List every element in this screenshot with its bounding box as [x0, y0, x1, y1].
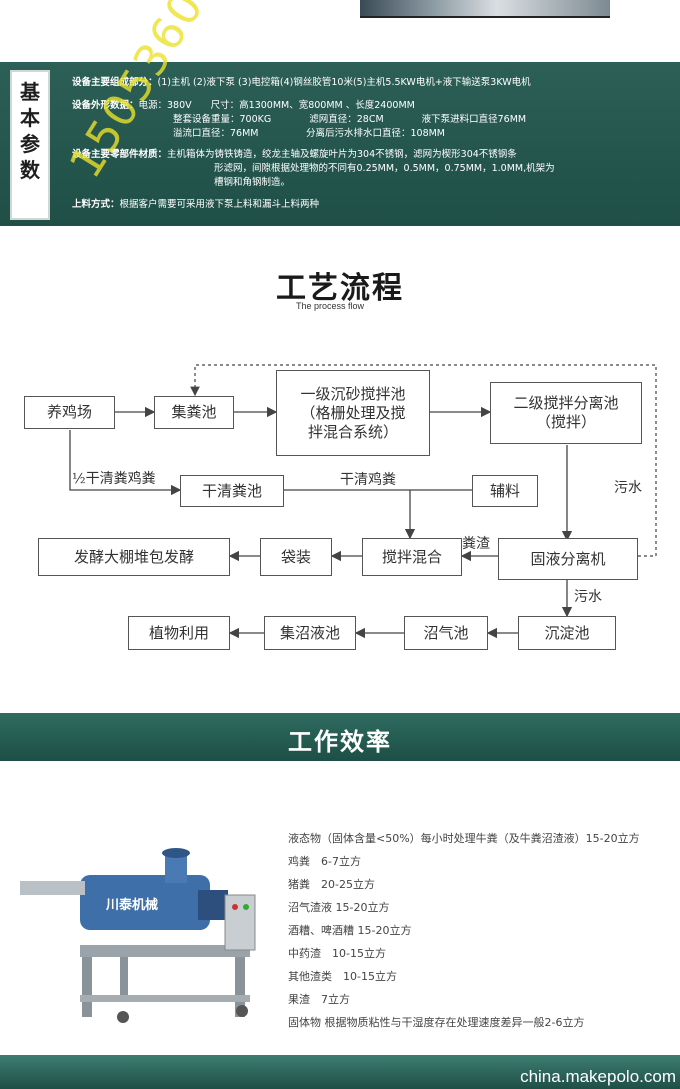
process-title: 工艺流程 — [276, 271, 404, 306]
side-char: 基 — [20, 80, 40, 104]
label-sewage-2: 污水 — [574, 589, 602, 605]
bottom-band — [0, 1055, 680, 1089]
box-collect-pool: 集粪池 — [154, 396, 234, 429]
side-char: 数 — [20, 158, 40, 182]
box-stage2: 二级搅拌分离池（搅拌） — [490, 382, 642, 444]
efficiency-row: 液态物（固体含量<50%）每小时处理牛粪（及牛粪沼渣液）15-20立方 — [288, 832, 640, 845]
efficiency-row: 其他渣类 10-15立方 — [288, 970, 397, 983]
product-photo-fragment — [360, 0, 610, 18]
separator-machine-image: 川泰机械 — [20, 848, 256, 1023]
box-biogas-pool: 沼气池 — [404, 616, 488, 650]
machine-brand-text: 川泰机械 — [105, 897, 158, 913]
label-half-dry: ½干清粪鸡粪 — [72, 471, 156, 487]
efficiency-row: 固体物 根据物质粘性与干湿度存在处理速度差异一般2-6立方 — [288, 1016, 585, 1029]
param-row: 设备外形数据：电源：380V 尺寸：高1300MM、宽800MM 、长度2400… — [72, 100, 415, 111]
side-char: 本 — [20, 106, 40, 130]
efficiency-row: 酒糟、啤酒糟 15-20立方 — [288, 924, 412, 937]
box-separator: 固液分离机 — [498, 538, 638, 580]
efficiency-row: 猪粪 20-25立方 — [288, 878, 375, 891]
params-side-label: 基 本 参 数 — [10, 70, 50, 220]
side-char: 参 — [20, 132, 40, 156]
efficiency-row: 鸡粪 6-7立方 — [288, 855, 361, 868]
param-row: 设备主要零部件材质：主机箱体为铸铁铸造，绞龙主轴及螺旋叶片为304不锈钢，滤网为… — [72, 149, 517, 160]
box-mixing: 搅拌混合 — [362, 538, 462, 576]
box-bagging: 袋装 — [260, 538, 332, 576]
param-row: 槽钢和角钢制造。 — [214, 177, 291, 188]
label-sewage-1: 污水 — [614, 480, 642, 496]
param-row: 溢流口直径：76MM 分离后污水排水口直径：108MM — [173, 128, 446, 139]
efficiency-row: 果渣 7立方 — [288, 993, 350, 1006]
efficiency-band — [0, 713, 680, 761]
box-plant: 植物利用 — [128, 616, 230, 650]
efficiency-title: 工作效率 — [288, 727, 392, 756]
efficiency-row: 沼气渣液 15-20立方 — [288, 901, 390, 914]
box-settling: 沉淀池 — [518, 616, 616, 650]
box-stage1: 一级沉砂搅拌池（格栅处理及搅拌混合系统） — [276, 370, 430, 456]
box-ferment: 发酵大棚堆包发酵 — [38, 538, 230, 576]
efficiency-row: 中药渣 10-15立方 — [288, 947, 386, 960]
label-residue: 粪渣 — [462, 536, 490, 552]
process-subtitle: The process flow — [296, 301, 365, 311]
param-row: 形滤网，间隙根据处理物的不同有0.25MM，0.5MM，0.75MM，1.0MM… — [214, 163, 555, 174]
flow-connectors — [69, 364, 657, 639]
box-farm: 养鸡场 — [24, 396, 115, 429]
param-row: 设备主要组成部分：(1)主机 (2)液下泵 (3)电控箱(4)钢丝胶管10米(5… — [72, 77, 531, 88]
site-watermark: china.makepolo.com — [520, 1067, 676, 1086]
box-auxiliary: 辅料 — [472, 475, 538, 507]
basic-params-panel — [0, 62, 680, 226]
box-biogas-liquid: 集沼液池 — [264, 616, 356, 650]
box-dry-pool: 干清粪池 — [180, 475, 284, 507]
param-row: 整套设备重量：700KG 滤网直径：28CM 液下泵进料口直径76MM — [173, 114, 527, 125]
param-row: 上料方式：根据客户需要可采用液下泵上料和漏斗上料两种 — [72, 199, 320, 210]
label-dry-manure: 干清鸡粪 — [340, 472, 396, 488]
